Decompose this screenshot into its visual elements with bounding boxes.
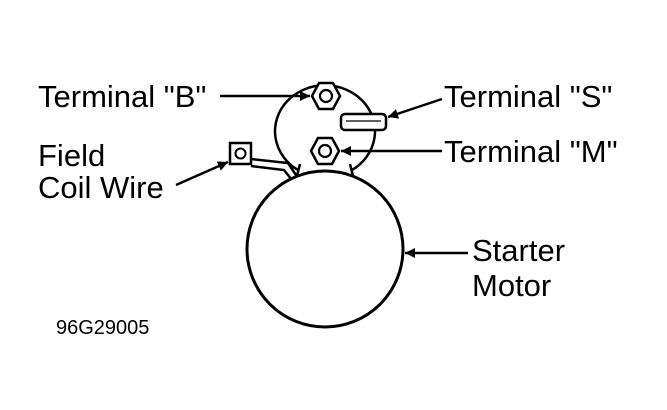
starter-motor-body: [245, 169, 405, 329]
label-terminal-b: Terminal "B": [38, 79, 206, 114]
terminal-s-spade: [339, 112, 388, 132]
arrow-field-coil: [175, 160, 229, 187]
terminal-m-nut: [309, 136, 341, 166]
label-field-coil-line1: Field: [38, 138, 105, 173]
figure-code: 96G29005: [56, 317, 149, 339]
label-terminal-s: Terminal "S": [444, 79, 612, 114]
arrow-terminal-s: [387, 97, 443, 119]
field-coil-wire: [228, 141, 300, 181]
label-terminal-m: Terminal "M": [444, 134, 618, 169]
label-field-coil-line2: Coil Wire: [38, 170, 164, 205]
label-starter-line2: Motor: [472, 268, 551, 303]
terminal-b-nut: [310, 81, 342, 111]
label-starter-line1: Starter: [472, 233, 565, 268]
